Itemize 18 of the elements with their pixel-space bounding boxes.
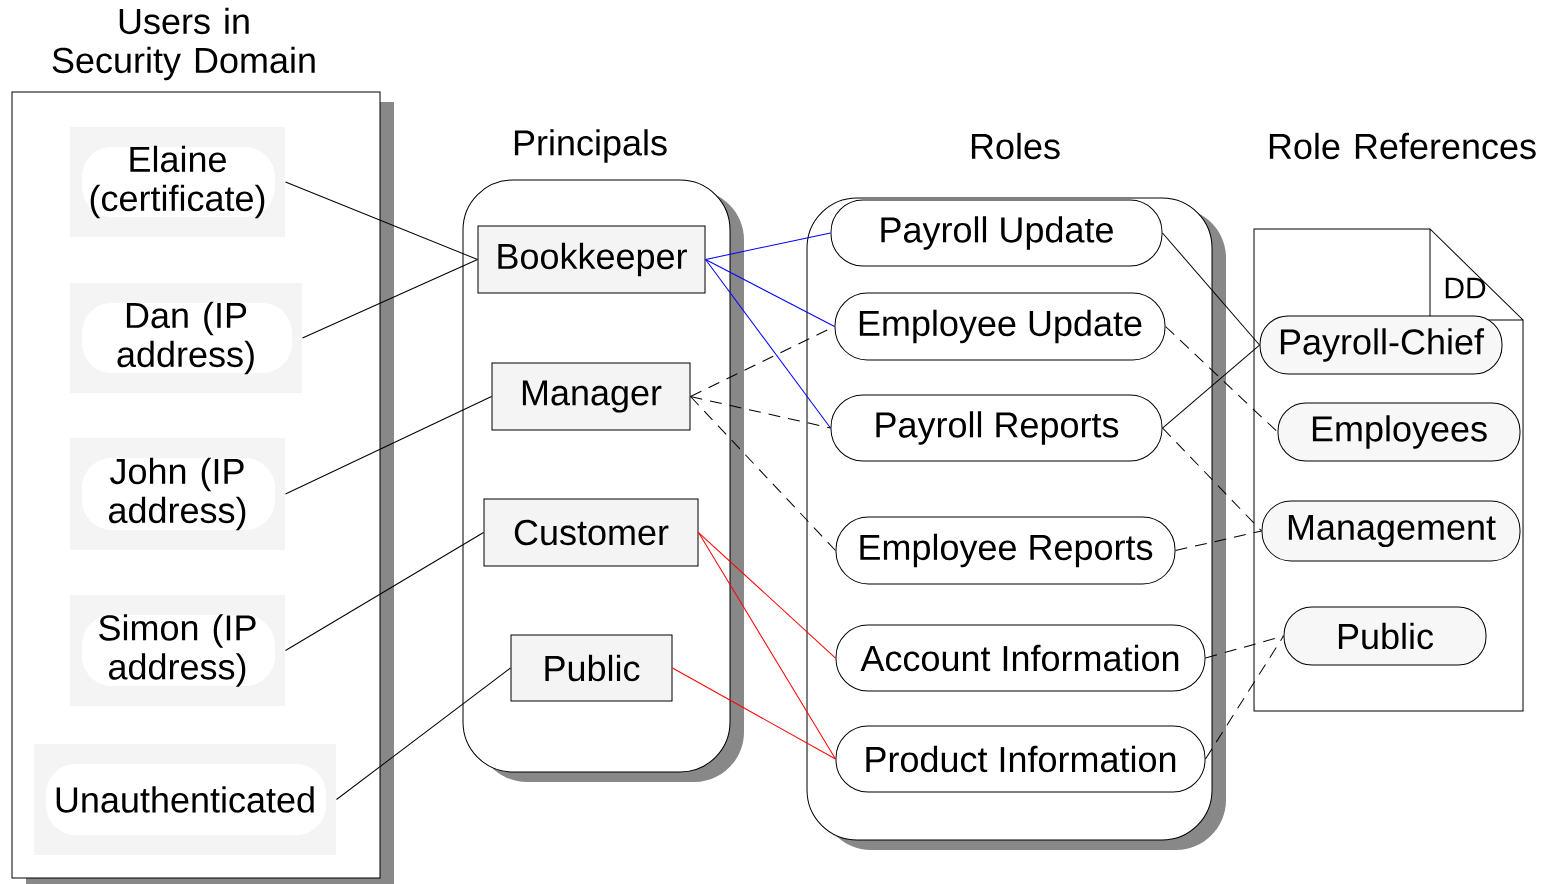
connector-line [705,232,831,260]
connector-line [698,532,836,659]
connector-line [705,259,831,429]
role-reference-pill: Management [1261,500,1521,562]
role-reference-pill: Payroll-Chief [1259,315,1503,375]
column-heading: Users in Security Domain [52,7,315,81]
connector-line [690,396,836,551]
connector-line [690,326,835,397]
role-reference-pill: Employees [1277,402,1521,462]
connector-line [705,259,835,327]
column-heading: Roles [971,132,1060,160]
connector-line [690,396,831,429]
column-heading: Principals [514,129,667,163]
connector-line [698,532,836,760]
connector-line [1205,635,1284,760]
role-reference-pill: Public [1283,606,1487,666]
column-heading: Role References [1269,132,1536,160]
document-label: DD [1445,277,1486,299]
